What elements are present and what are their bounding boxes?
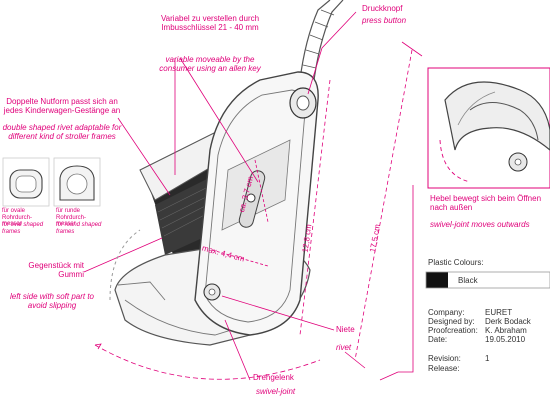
- date-key: Date:: [428, 335, 448, 344]
- label-niete-de: Niete: [336, 325, 355, 334]
- annotation-lines: [83, 11, 423, 381]
- label-drehgelenk-de: Drehgelenk: [253, 373, 294, 382]
- black-swatch: [426, 272, 448, 288]
- rivet-variants: [2, 157, 101, 207]
- label-druckknopf-en: press button: [362, 16, 407, 25]
- label-verstellen-en: variable moveable by the consumer using …: [159, 55, 261, 73]
- label-verstellen-de: Variabel zu verstellen durch Imbusschlüs…: [160, 14, 260, 32]
- release-key: Release:: [428, 364, 460, 373]
- revision-key: Revision:: [428, 354, 461, 363]
- proof-key: Proofcreation:: [428, 326, 478, 335]
- colour-swatch-label: Black: [458, 276, 478, 285]
- swatch-row-outline: [425, 271, 550, 289]
- company-value: EURET: [485, 308, 513, 317]
- label-niete-en: rivet: [336, 343, 352, 352]
- press-button-part: [289, 87, 317, 119]
- label-round-en: for round shaped frames: [56, 222, 102, 235]
- label-gegenstueck-de: Gegenstück mit Gummi: [28, 261, 84, 279]
- label-gegenstueck-en: left side with soft part to avoid slippi…: [9, 292, 95, 310]
- label-druckknopf-de: Druckknopf: [362, 4, 403, 13]
- label-hebel-de: Hebel bewegt sich beim Öffnen nach außen: [430, 194, 542, 212]
- date-value: 19.05.2010: [485, 335, 526, 344]
- plastic-colours-title: Plastic Colours:: [428, 258, 484, 267]
- label-oval-de: für ovale Rohrdurch-messer: [2, 208, 33, 228]
- company-key: Company:: [428, 308, 465, 317]
- rivet-part: [203, 283, 221, 301]
- proof-value: K. Abraham: [485, 326, 527, 335]
- adjustment-slot: [238, 170, 266, 228]
- label-hebel-en: swivel-joint moves outwards: [430, 220, 530, 229]
- label-round-de: für runde Rohrdurch-messer: [56, 208, 87, 228]
- designed-key: Designed by:: [428, 317, 475, 326]
- label-nutform-de: Doppelte Nutform passt sich an jedes Kin…: [3, 97, 121, 115]
- label-nutform-en: double shaped rivet adaptable for differ…: [2, 123, 122, 141]
- label-oval-en: for oval shaped frames: [2, 222, 44, 235]
- label-drehgelenk-en: swivel-joint: [256, 387, 296, 396]
- designed-value: Derk Bodack: [485, 317, 531, 326]
- revision-value: 1: [485, 354, 490, 363]
- inset-detail: [427, 67, 550, 189]
- meta-block: Company: EURET Designed by: Derk Bodack …: [428, 308, 550, 380]
